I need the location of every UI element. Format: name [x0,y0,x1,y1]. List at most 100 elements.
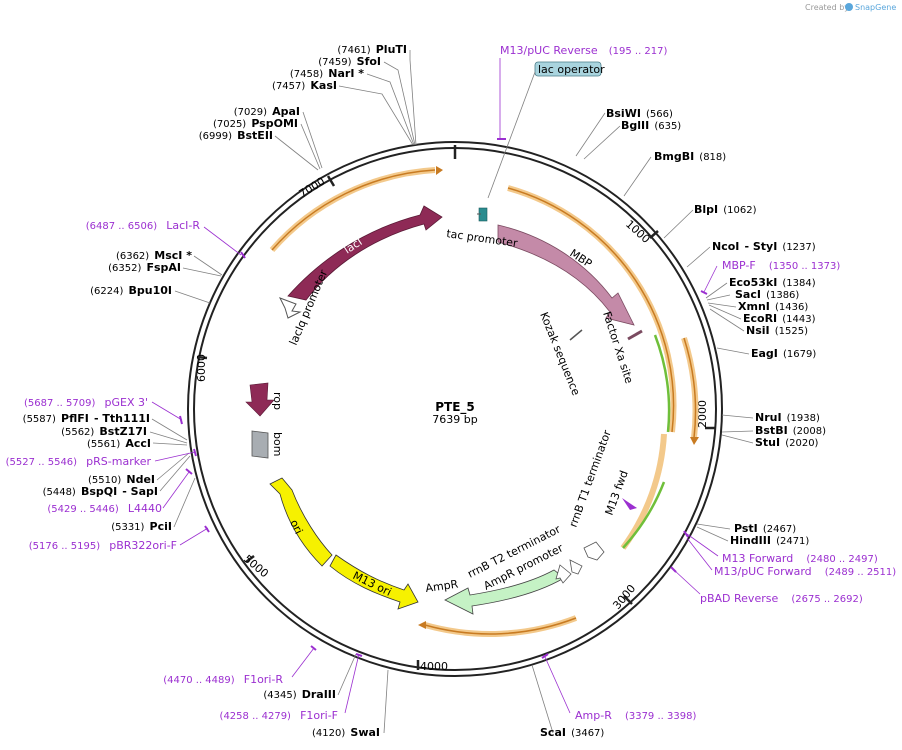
credit: Created by SnapGene [805,3,896,12]
leader-acci [152,442,188,446]
enzyme-bmgbi: BmgBI (818) [654,145,726,164]
orf-arc-lacI-arrowhead [436,166,443,175]
lac-operator-label: lac operator [538,63,605,76]
enzyme-hindiii: HindIII (2471) [730,529,809,548]
enzyme-stui: StuI (2020) [755,431,819,450]
leader-nari [366,73,415,146]
lac-operator-feature: lac operator [487,61,605,199]
primer-f1ori-f: (4258 .. 4279) F1ori-F [220,704,338,723]
tick-3000 [623,595,633,605]
mark-prs-marker [193,448,197,457]
m13-ori-arrow [329,554,419,610]
tick-6000 [196,355,208,360]
leader-pspomi [300,123,321,170]
orf-arc-ampr [424,617,577,635]
lacIq-promoter-arrow [278,297,302,319]
enzyme-bstbi: BstBI (2008) [755,419,826,438]
leader-m13puc-forward [686,537,713,571]
rop-label: rop [271,392,284,410]
enzyme-ndei: (5510) NdeI [88,468,155,487]
leader-fspai [182,267,222,277]
primer-pbad-reverse: pBAD Reverse (2675 .. 2692) [700,587,863,606]
mark-f1ori-r [310,645,317,651]
leader-pluti [409,50,417,146]
primer-l4440: (5429 .. 5446) L4440 [47,497,162,516]
ori-arrow [269,477,333,567]
enzyme-eagi: EagI (1679) [751,342,816,361]
leader-ndei [156,452,190,481]
leader-msci [193,255,223,276]
primer-m13puc-forward: M13/pUC Forward (2489 .. 2511) [714,560,896,579]
leader-bstbi [721,430,754,433]
orf-arcs [269,166,699,637]
leader-amp-r [544,656,571,714]
orf-arc-right-arrowhead [690,437,699,445]
leader-nsii [709,308,745,332]
plasmid-size: 7639 bp [432,413,477,426]
primer-laci-r: (6487 .. 6506) LacI-R [86,214,201,233]
leader-laci-r [203,226,242,256]
enzyme-ncoi: NcoI - StyI (1237) [712,235,816,254]
primer-labels: M13/pUC Reverse (195 .. 217) (6487 .. 65… [6,39,897,723]
leader-pgex3 [151,401,183,421]
leader-stui [721,434,754,444]
mark-pbad-reverse [670,566,677,573]
primer-m13-forward: M13 Forward (2480 .. 2497) [722,547,878,566]
mark-l4440 [185,468,193,475]
primer-amp-r: Amp-R (3379 .. 3398) [575,704,696,723]
leader-bpu10i [174,290,211,304]
primer-prs-marker: (5527 .. 5546) pRS-marker [6,450,152,469]
enzyme-labels-left: (7461) PluTI (7459) SfoI (7458) NarI * (… [23,43,407,739]
enzyme-acci: (5561) AccI [87,432,151,451]
bom-box [251,430,269,459]
tick-label-4000: 4000 [420,660,448,673]
orf-arc-right [683,337,697,439]
green-arc-upper [653,334,671,433]
mbp-arrow [497,224,635,326]
mbp-feature: MBP [497,224,635,326]
mark-laci-r [240,251,246,259]
orf-arc-ampr-arrowhead [418,621,426,629]
leader-eco53ki [705,282,728,299]
primer-m13puc-reverse: M13/pUC Reverse (195 .. 217) [500,39,668,58]
primer-leaders [151,58,719,714]
leader-ncoi [686,246,711,268]
leader-mbp-f [703,265,718,293]
leader-psti [696,523,731,530]
backbone-outer [187,141,723,677]
enzyme-msci: (6362) MscI * [116,244,192,263]
enzyme-draiii: (4345) DraIII [263,683,336,702]
green-arcs [622,334,671,549]
enzyme-leaders [149,50,754,734]
orf-arc-green-highlight [620,433,667,550]
leader-f1ori-f [344,653,360,714]
factor-xa-mark [627,329,643,341]
leader-bstz17i [149,431,188,444]
enzyme-bsteii: (6999) BstEII [199,124,273,143]
m13-fwd-label: M13 fwd [603,469,631,517]
mark-mbp-f [700,290,708,295]
enzyme-psti: PstI (2467) [734,517,796,536]
rrnb-t2-mark [569,559,583,575]
leader-bspqi [159,455,191,492]
credit-brand: SnapGene [855,3,896,12]
leader-f1ori-r [291,647,315,678]
leader-swai [383,669,389,734]
leader-prs-marker [154,451,196,462]
primer-f1ori-r: (4470 .. 4489) F1ori-R [163,668,283,687]
bom-label: bom [271,432,284,456]
leader-saci [706,294,731,301]
enzyme-nrui: NruI (1938) [755,406,820,425]
bom-feature: bom [251,430,284,459]
mark-pbr322ori-f [204,525,210,533]
leader-bmgbi [623,156,652,197]
credit-prefix: Created by [805,3,849,12]
enzyme-scai: ScaI (3467) [540,721,604,740]
enzyme-nsii: NsiI (1525) [746,319,808,338]
leader-scai [531,664,554,734]
enzyme-blpi: BlpI (1062) [694,198,757,217]
kozak-mark [569,329,583,341]
leader-bsteii [274,135,319,171]
m13-ori-feature: M13 ori [329,554,419,610]
